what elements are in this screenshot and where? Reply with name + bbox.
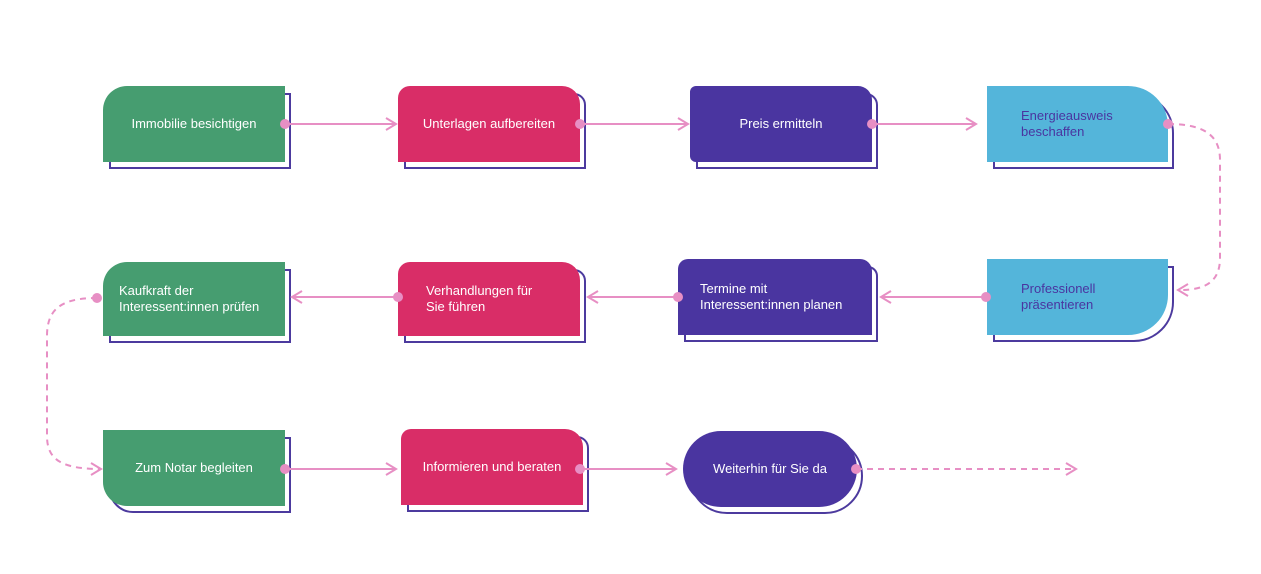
node-box: Kaufkraft der Interessent:innen prüfen (103, 262, 285, 336)
node-box: Unterlagen aufbereiten (398, 86, 580, 162)
step-professionell-praesentieren: Professionell präsentieren (987, 259, 1174, 342)
step-energieausweis-beschaffen: Energieausweis beschaffen (987, 86, 1174, 169)
node-box: Immobilie besichtigen (103, 86, 285, 162)
step-informieren-beraten: Informieren und beraten (401, 429, 589, 512)
step-label: Preis ermitteln (739, 116, 823, 131)
step-kaufkraft-pruefen: Kaufkraft der Interessent:innen prüfen (103, 262, 291, 343)
step-preis-ermitteln: Preis ermitteln (690, 86, 878, 169)
step-label: Weiterhin für Sie da (713, 461, 827, 476)
step-weiterhin-fuer-sie-da: Weiterhin für Sie da (683, 431, 863, 514)
step-label: Verhandlungen für Sie führen (426, 283, 533, 314)
connector-8-9 (46, 297, 102, 470)
step-label: Kaufkraft der Interessent:innen prüfen (119, 283, 260, 314)
step-label: Informieren und beraten (422, 459, 562, 474)
node-box: Energieausweis beschaffen (987, 86, 1168, 162)
step-label: Unterlagen aufbereiten (422, 116, 556, 131)
arrowhead-11 (665, 462, 678, 476)
step-immobilie-besichtigen: Immobilie besichtigen (103, 86, 291, 169)
arrowhead-7 (586, 290, 599, 304)
node-box: Informieren und beraten (401, 429, 583, 505)
arrowhead-2 (385, 117, 398, 131)
connector-4-5 (1167, 123, 1221, 291)
arrowhead-5 (1176, 283, 1189, 297)
arrowhead-4 (965, 117, 978, 131)
node-box: Verhandlungen für Sie führen (398, 262, 580, 336)
step-verhandlungen-fuehren: Verhandlungen für Sie führen (398, 262, 586, 343)
step-unterlagen-aufbereiten: Unterlagen aufbereiten (398, 86, 586, 169)
step-termine-planen: Termine mit Interessent:innen planen (678, 259, 878, 342)
step-label: Energieausweis beschaffen (1021, 108, 1113, 139)
step-label: Zum Notar begleiten (135, 460, 253, 475)
arrowhead-8 (290, 290, 303, 304)
arrowhead-end (1065, 462, 1078, 476)
node-box: Termine mit Interessent:innen planen (678, 259, 872, 335)
step-label: Immobilie besichtigen (131, 116, 257, 131)
arrowhead-6 (879, 290, 892, 304)
step-label: Termine mit Interessent:innen planen (700, 281, 843, 312)
arrowhead-3 (677, 117, 690, 131)
node-box: Professionell präsentieren (987, 259, 1168, 335)
arrowhead-9 (90, 462, 103, 476)
step-label: Professionell präsentieren (1021, 281, 1096, 312)
node-box: Preis ermitteln (690, 86, 872, 162)
port-dot (92, 293, 102, 303)
arrowhead-10 (385, 462, 398, 476)
step-zum-notar-begleiten: Zum Notar begleiten (103, 430, 291, 513)
node-box: Zum Notar begleiten (103, 430, 285, 506)
node-box: Weiterhin für Sie da (683, 431, 857, 507)
